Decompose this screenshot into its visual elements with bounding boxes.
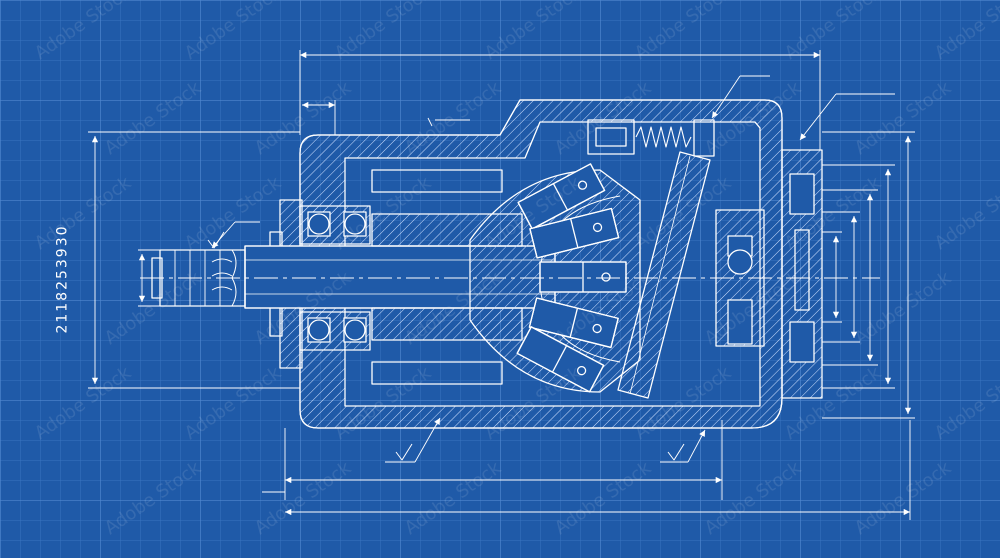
surface-finish-marks <box>207 231 685 461</box>
piston-set <box>516 163 627 393</box>
pump-housing <box>299 99 783 429</box>
control-piston <box>587 119 635 155</box>
compensator-spring <box>635 119 715 157</box>
dimension-lines <box>88 50 915 520</box>
front-bearing-upper <box>299 205 371 245</box>
stock-id-label: 2118253930 <box>54 224 71 334</box>
front-bearing-lower <box>299 311 371 351</box>
leader-lines <box>211 75 895 463</box>
rear-end-cap <box>781 149 823 399</box>
swash-plate <box>617 151 711 399</box>
